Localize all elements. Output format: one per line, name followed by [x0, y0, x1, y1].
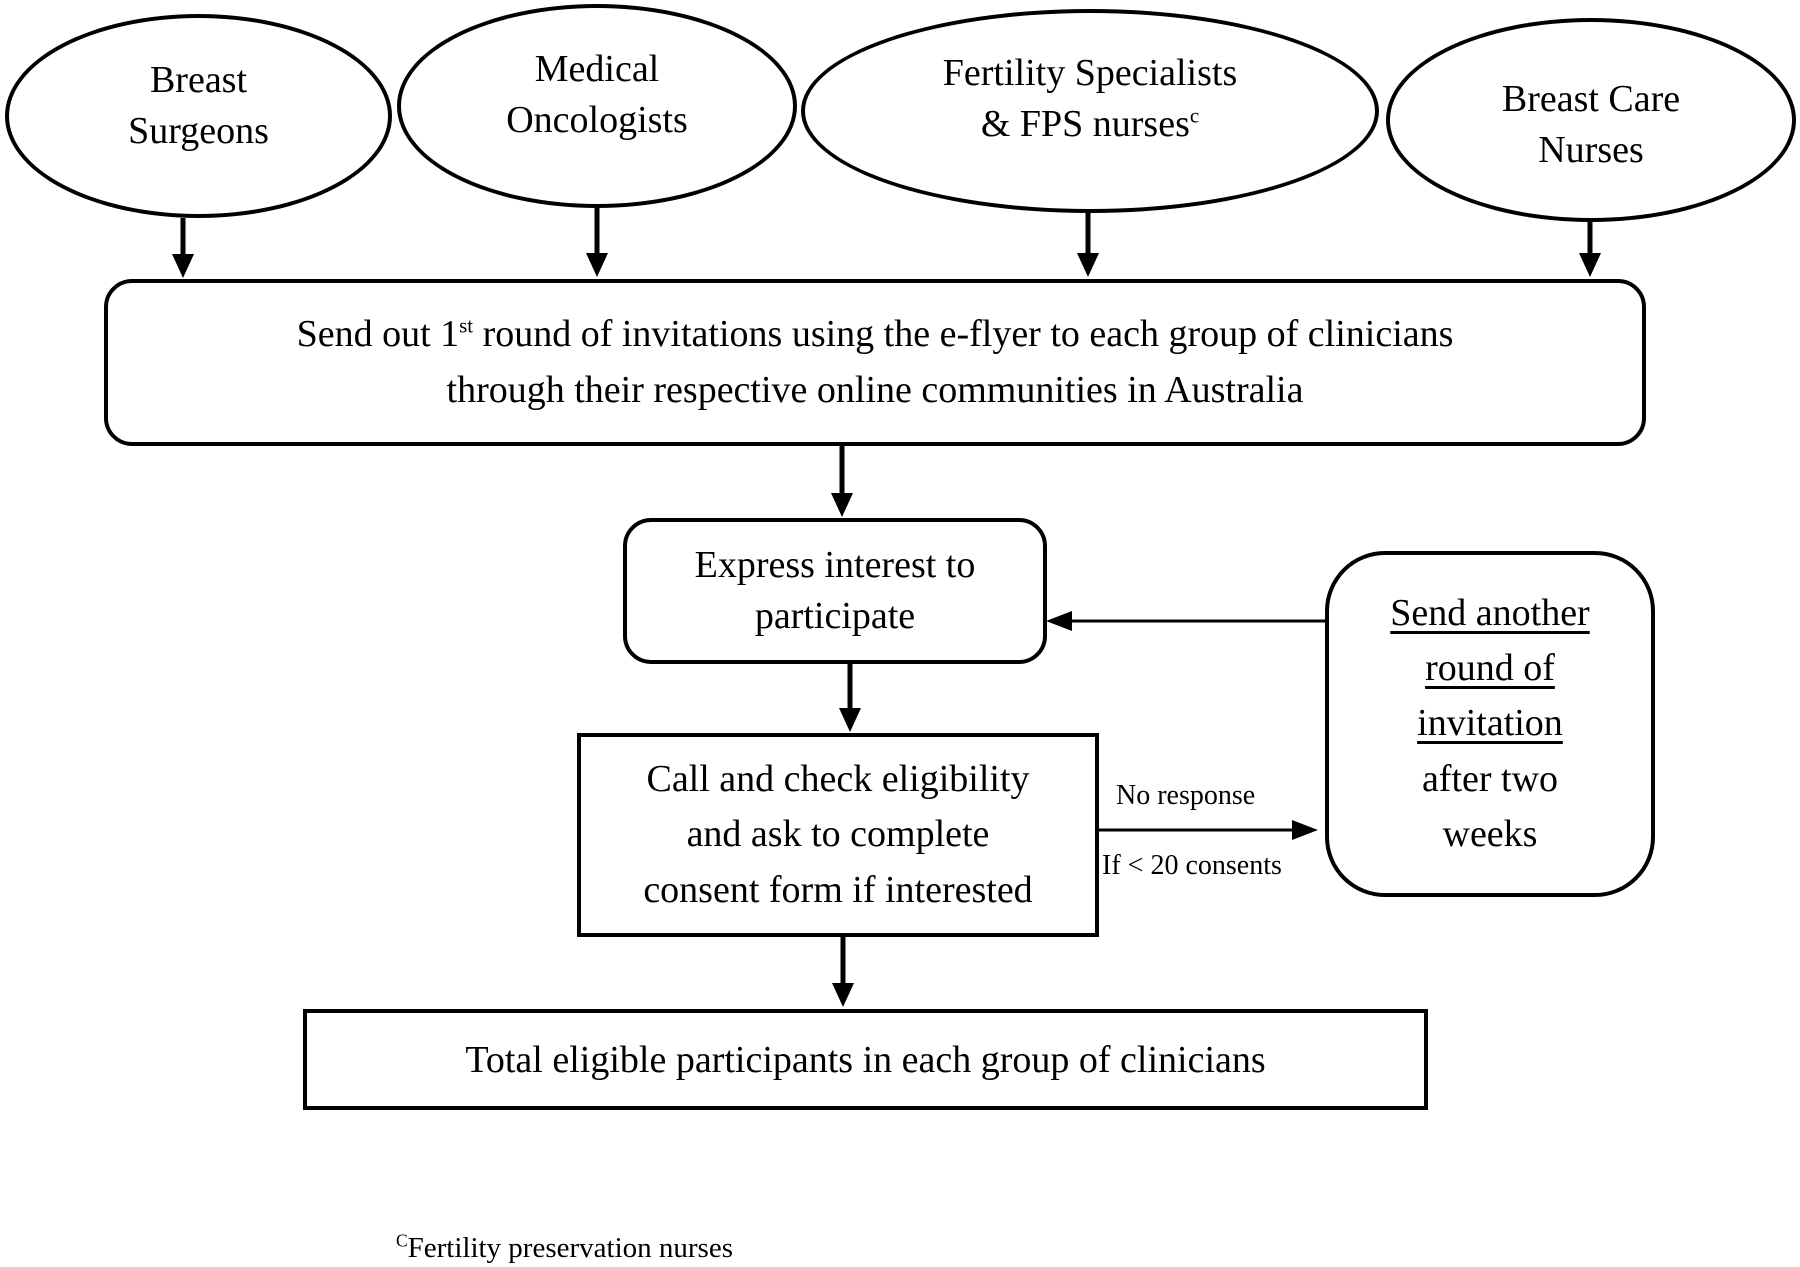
eligibility-line1: Call and check eligibility [646, 758, 1030, 801]
arrow-resend-to-interest [1046, 611, 1325, 631]
express-interest-line1: Express interest to [694, 543, 976, 586]
breast-care-nurses-line2: Nurses [1538, 129, 1644, 171]
express-interest-box: Express interest to participate [623, 518, 1047, 664]
resend-line5: weeks [1442, 812, 1538, 855]
fertility-specialists-line1: Fertility Specialists [942, 51, 1238, 94]
medical-oncologists-line2: Oncologists [506, 99, 688, 141]
breast-care-nurses-line1: Breast Care [1501, 77, 1681, 120]
arrow-eligibility-to-total [832, 936, 854, 1007]
edge-label-no-response: No response [1116, 780, 1256, 811]
arrow-nurses-to-invitation [1579, 218, 1601, 277]
invitation-line2: through their respective online communit… [446, 368, 1304, 411]
invitation-ordinal-suffix: st [459, 313, 474, 338]
eligibility-box: Call and check eligibility and ask to co… [577, 733, 1099, 937]
footnote-text: Fertility preservation nurses [407, 1232, 733, 1264]
footnote: CFertility preservation nurses [396, 1232, 733, 1265]
resend-line4: after two [1421, 757, 1559, 800]
fertility-specialists-line2: & FPS nursesc [943, 99, 1237, 150]
arrow-oncologists-to-invitation [586, 208, 608, 277]
resend-invitation-box: Send another round of invitation after t… [1325, 551, 1655, 897]
resend-line1: Send another [1390, 592, 1590, 635]
arrow-interest-to-eligibility [839, 664, 861, 732]
resend-line3: invitation [1417, 702, 1563, 745]
breast-surgeons-line1: Breast [149, 58, 248, 101]
total-participants-text: Total eligible participants in each grou… [465, 1038, 1266, 1081]
arrow-surgeons-to-invitation [172, 218, 194, 278]
arrow-eligibility-to-resend [1098, 820, 1318, 840]
edge-label-consents: If < 20 consents [1102, 850, 1282, 881]
ellipse-breast-surgeons: Breast Surgeons [5, 14, 392, 218]
invitation-line1: Send out 1st round of invitations using … [297, 307, 1454, 362]
resend-line2: round of [1425, 647, 1555, 690]
medical-oncologists-line1: Medical [534, 47, 660, 90]
arrow-invitation-to-interest [831, 445, 853, 517]
invitation-line1-post: round of invitations using the e-flyer t… [473, 313, 1454, 356]
fertility-footnote-marker: c [1189, 103, 1200, 128]
express-interest-line2: participate [754, 595, 916, 637]
eligibility-line3: consent form if interested [643, 868, 1033, 911]
eligibility-line2: and ask to complete [686, 813, 990, 856]
arrow-fertility-to-invitation [1077, 213, 1099, 277]
ellipse-medical-oncologists: Medical Oncologists [397, 4, 797, 208]
ellipse-fertility-specialists: Fertility Specialists & FPS nursesc [801, 9, 1379, 213]
invitation-box: Send out 1st round of invitations using … [104, 279, 1646, 446]
total-participants-box: Total eligible participants in each grou… [303, 1009, 1428, 1110]
footnote-marker: C [396, 1230, 408, 1251]
breast-surgeons-line2: Surgeons [128, 110, 269, 152]
ellipse-breast-care-nurses: Breast Care Nurses [1386, 18, 1796, 222]
fertility-specialists-line2-text: & FPS nurses [980, 103, 1190, 145]
invitation-line1-pre: Send out 1 [296, 313, 460, 356]
